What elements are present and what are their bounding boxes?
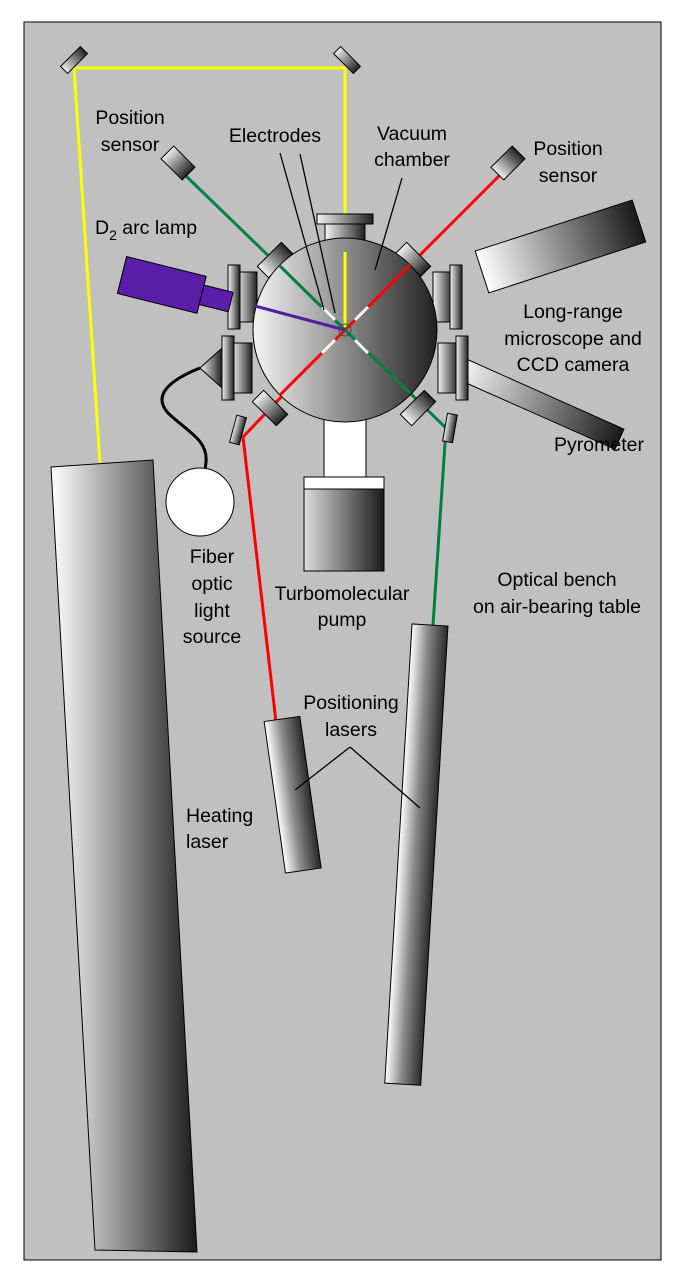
mirror-top-left — [59, 45, 89, 75]
microscope-ccd-camera — [474, 199, 647, 294]
fiber-optic-label-2: optic — [191, 573, 232, 595]
fiber-optic-label-3: light — [194, 600, 230, 622]
optical-bench-cylinder — [50, 459, 198, 1253]
positioning-lasers-label-2: lasers — [325, 719, 377, 741]
turbo-pump-label-1: Turbomolecular — [275, 583, 410, 605]
optical-bench-label-1: Optical bench — [497, 569, 616, 591]
position-sensor-right-label-2: sensor — [539, 165, 598, 187]
heating-laser-label-1: Heating — [186, 805, 253, 827]
leader-lines — [279, 152, 421, 809]
position-sensor-left — [160, 145, 196, 181]
microscope-label-2: microscope and — [504, 328, 642, 350]
microscope-label-3: CCD camera — [517, 354, 630, 376]
position-sensor-right-label-1: Position — [533, 138, 602, 160]
mirror-lower-right — [442, 412, 458, 444]
pyrometer-label: Pyrometer — [554, 434, 644, 456]
mirror-lower-left — [228, 414, 248, 446]
turbomolecular-pump — [303, 409, 385, 572]
d2-arc-lamp-label: D2 arc lamp — [95, 217, 197, 243]
yellow-beam — [72, 66, 347, 464]
vacuum-chamber-label-1: Vacuum — [377, 123, 447, 145]
microscope-label-1: Long-range — [523, 301, 623, 323]
electrodes-label: Electrodes — [229, 125, 321, 147]
heating-laser-label-2: laser — [186, 831, 229, 853]
optical-bench-label-2: on air-bearing table — [473, 596, 641, 618]
vacuum-chamber-label-2: chamber — [374, 149, 450, 171]
fiber-optic-label-4: source — [183, 626, 242, 648]
mirror-top-right — [332, 45, 362, 75]
heating-laser — [263, 715, 322, 874]
position-sensor-left-label-1: Position — [95, 107, 164, 129]
fiber-optic-label-1: Fiber — [190, 546, 235, 568]
turbo-pump-label-2: pump — [318, 609, 367, 631]
d2-arc-lamp — [116, 255, 234, 314]
position-sensor-right — [490, 145, 526, 181]
positioning-lasers-label-1: Positioning — [303, 692, 398, 714]
positioning-laser — [384, 623, 449, 1086]
position-sensor-left-label-2: sensor — [101, 134, 160, 156]
fiber-optic-light-source — [160, 366, 235, 537]
